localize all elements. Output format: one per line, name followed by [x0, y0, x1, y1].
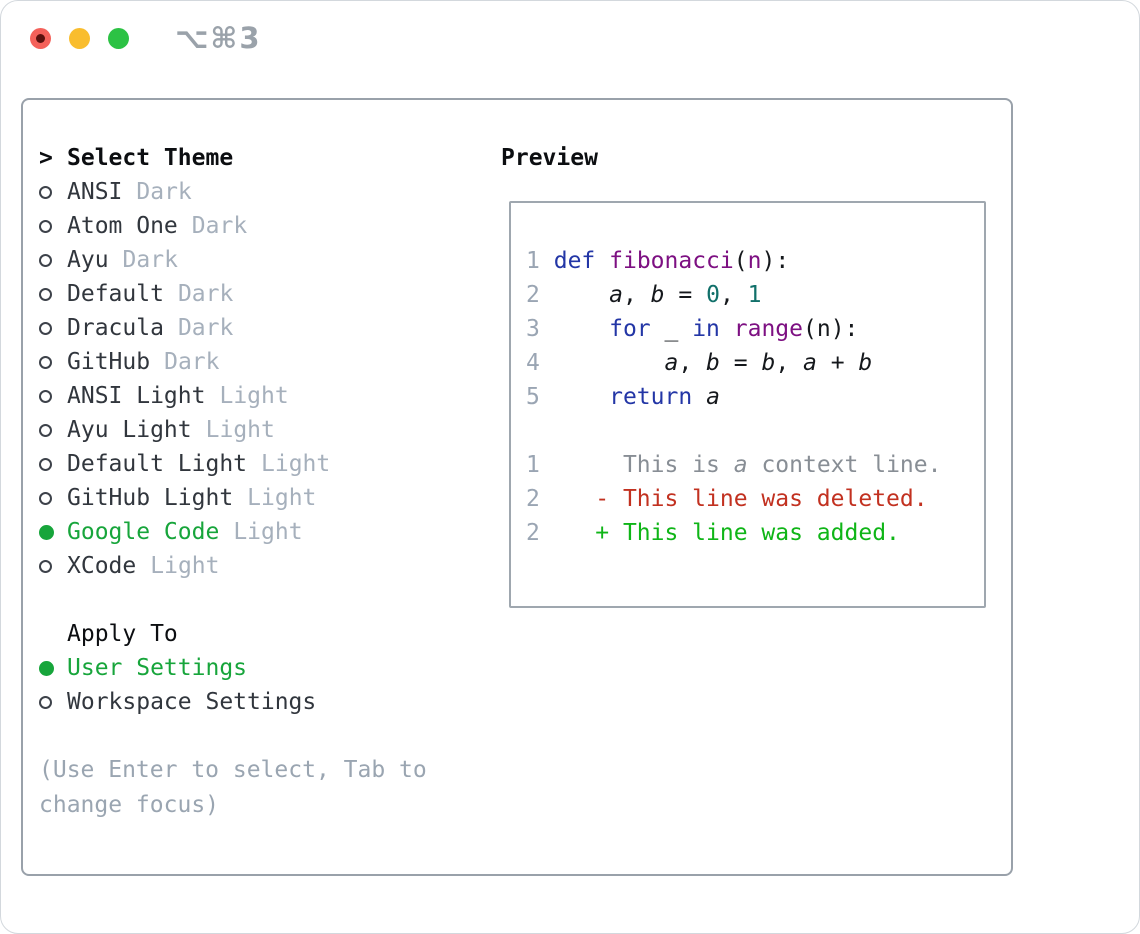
select-theme-title: Select Theme [67, 145, 234, 171]
keyboard-shortcut-label: ⌥⌘3 [175, 21, 262, 55]
radio-unselected-icon [39, 423, 67, 437]
radio-unselected-icon [39, 219, 67, 233]
radio-unselected-icon [39, 457, 67, 471]
theme-option-ayu[interactable]: Ayu Dark [39, 243, 479, 277]
theme-variant-label: Light [247, 485, 317, 511]
theme-variant-label: Light [219, 383, 289, 409]
code-line: 2 - This line was deleted. [526, 486, 928, 512]
option-label: Ayu [67, 247, 109, 273]
radio-unselected-icon [39, 355, 67, 369]
code-line: 1 def fibonacci(n): [526, 248, 790, 274]
option-label: Atom One [67, 213, 178, 239]
select-theme-header: > Select Theme [39, 141, 479, 175]
option-label: Workspace Settings [67, 689, 317, 715]
theme-variant-label: Dark [177, 315, 234, 341]
option-label: Ayu Light [67, 417, 192, 443]
theme-variant-label: Dark [136, 179, 192, 205]
option-label: Default Light [67, 451, 248, 477]
theme-variant-label: Light [233, 519, 303, 545]
theme-option-xcode[interactable]: XCode Light [39, 549, 479, 583]
radio-unselected-icon [39, 321, 67, 335]
code-line: 5 return a [526, 384, 720, 410]
radio-selected-icon [39, 524, 67, 540]
apply-to-title: Apply To [67, 621, 178, 647]
option-label: GitHub [67, 349, 151, 375]
radio-selected-icon [39, 660, 67, 676]
radio-unselected-icon [39, 491, 67, 505]
radio-unselected-icon [39, 559, 67, 573]
theme-option-github-light[interactable]: GitHub Light Light [39, 481, 479, 515]
apply-to-header: Apply To [39, 617, 479, 651]
code-line: 2 + This line was added. [526, 520, 900, 546]
radio-unselected-icon [39, 185, 67, 199]
titlebar: ⌥⌘3 [1, 1, 1139, 75]
preview-box: 1 def fibonacci(n): 2 a, b = 0, 1 3 for _ … [509, 201, 986, 608]
radio-unselected-icon [39, 389, 67, 403]
preview-column: Preview 1 def fibonacci(n): 2 a, b = 0, 1… [501, 141, 1001, 608]
prompt-icon: > [39, 145, 53, 171]
code-preview: 1 def fibonacci(n): 2 a, b = 0, 1 3 for _ … [511, 203, 984, 550]
theme-variant-label: Light [150, 553, 220, 579]
usage-hint: (Use Enter to select, Tab to change focu… [39, 757, 427, 818]
apply-option-workspace-settings[interactable]: Workspace Settings [39, 685, 479, 719]
option-label: User Settings [67, 655, 248, 681]
option-label: XCode [67, 553, 137, 579]
code-line: 1 This is a context line. [526, 452, 942, 478]
radio-unselected-icon [39, 287, 67, 301]
theme-variant-label: Dark [191, 213, 248, 239]
option-label: Dracula [67, 315, 164, 341]
option-label: ANSI [67, 179, 123, 205]
close-button-icon[interactable] [30, 27, 51, 49]
theme-variant-label: Light [205, 417, 275, 443]
zoom-button-icon[interactable] [108, 27, 129, 49]
apply-option-user-settings[interactable]: User Settings [39, 651, 479, 685]
theme-option-dracula[interactable]: Dracula Dark [39, 311, 479, 345]
radio-unselected-icon [39, 695, 67, 709]
code-line: 4 a, b = b, a + b [526, 350, 873, 376]
theme-option-default-light[interactable]: Default Light Light [39, 447, 479, 481]
minimize-button-icon[interactable] [69, 27, 90, 49]
code-line [526, 414, 984, 448]
option-label: ANSI Light [67, 383, 206, 409]
code-line: 3 for _ in range(n): [526, 316, 859, 342]
theme-option-default[interactable]: Default Dark [39, 277, 479, 311]
option-label: Default [67, 281, 164, 307]
theme-option-atom-one[interactable]: Atom One Dark [39, 209, 479, 243]
preview-header: Preview [501, 141, 1001, 175]
theme-option-ayu-light[interactable]: Ayu Light Light [39, 413, 479, 447]
radio-unselected-icon [39, 253, 67, 267]
close-dot-icon [36, 33, 45, 43]
theme-option-ansi[interactable]: ANSI Dark [39, 175, 479, 209]
theme-option-google-code[interactable]: Google Code Light [39, 515, 479, 549]
option-label: GitHub Light [67, 485, 234, 511]
theme-variant-label: Light [261, 451, 331, 477]
theme-variant-label: Dark [177, 281, 234, 307]
preview-title: Preview [501, 145, 598, 171]
theme-variant-label: Dark [122, 247, 178, 273]
option-label: Google Code [67, 519, 220, 545]
theme-option-ansi-light[interactable]: ANSI Light Light [39, 379, 479, 413]
code-line: 2 a, b = 0, 1 [526, 282, 762, 308]
theme-option-github[interactable]: GitHub Dark [39, 345, 479, 379]
theme-variant-label: Dark [164, 349, 220, 375]
